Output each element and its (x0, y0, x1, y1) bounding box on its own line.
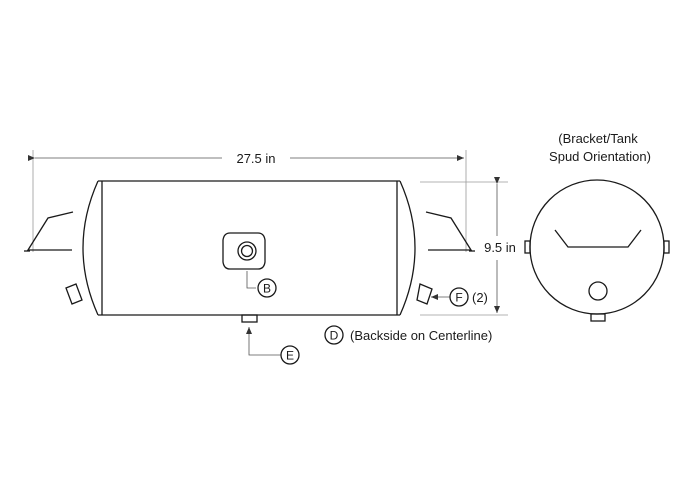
end-view-title: (Bracket/Tank Spud Orientation) (549, 131, 651, 164)
length-label: 27.5 in (236, 151, 275, 166)
callout-d-letter: D (330, 329, 339, 343)
spud-f-right (416, 283, 433, 305)
left-bracket (24, 211, 74, 252)
diameter-dimension: 9.5 in (484, 177, 516, 313)
tank-side-view (82, 180, 416, 316)
extension-lines (32, 150, 508, 316)
port-b (222, 232, 266, 270)
spud-f-left (65, 283, 83, 305)
callout-e-letter: E (286, 349, 294, 363)
end-view-title-line1: (Bracket/Tank (558, 131, 638, 146)
length-dimension: 27.5 in (28, 151, 464, 166)
spud-e (241, 314, 258, 323)
callout-f: F (2) (431, 287, 488, 307)
callout-d: D (Backside on Centerline) (324, 325, 492, 345)
callout-d-note: (Backside on Centerline) (350, 328, 492, 343)
callout-f-note: (2) (472, 290, 488, 305)
end-view-title-line2: Spud Orientation) (549, 149, 651, 164)
tank-end-view (524, 179, 670, 322)
callout-f-letter: F (455, 291, 462, 305)
callout-e: E (246, 327, 300, 365)
callout-b-letter: B (263, 282, 271, 296)
right-bracket (425, 211, 475, 252)
diameter-label: 9.5 in (484, 240, 516, 255)
callout-b: B (246, 271, 277, 298)
